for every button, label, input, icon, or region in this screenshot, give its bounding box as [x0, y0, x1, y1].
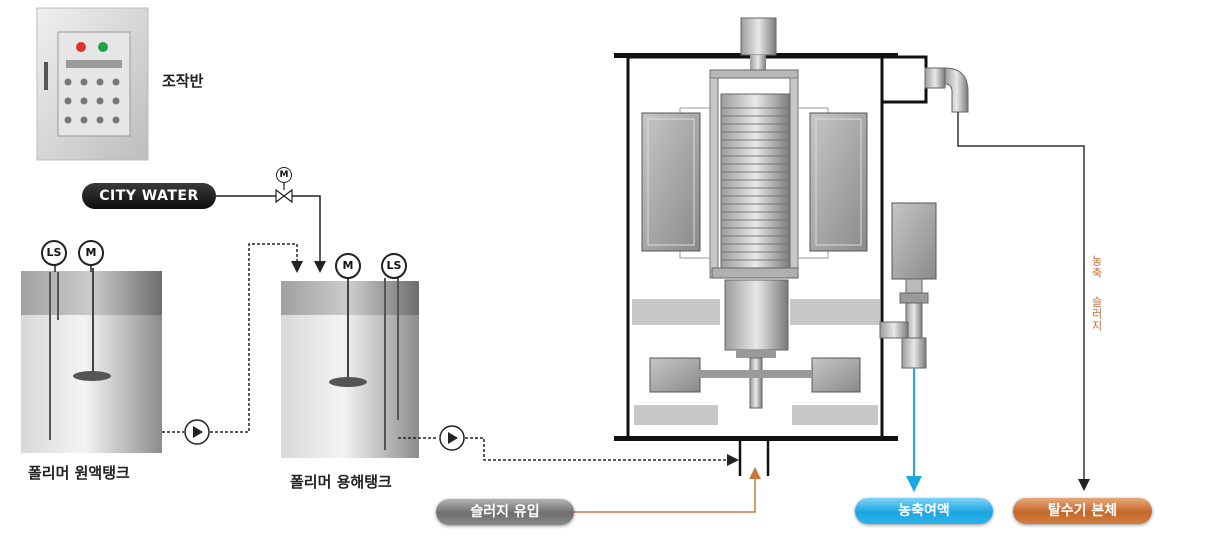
stock-tank: [21, 260, 162, 453]
control-panel-label: 조작반: [162, 72, 204, 90]
dewatering-body-badge: 탈수기 본체: [1013, 498, 1152, 524]
thickened-label-2: 슬러지: [1090, 296, 1103, 332]
dewatering-machine: [614, 17, 969, 476]
pump-1: [184, 419, 210, 445]
stock-tank-level-switch-icon: LS: [41, 240, 67, 266]
dissolve-tank-label: 폴리머 용해탱크: [290, 473, 392, 491]
sludge-inflow-badge: 슬러지 유입: [436, 499, 574, 525]
dissolve-tank: [281, 276, 419, 458]
thickened-sludge-line: [957, 112, 1090, 491]
thickened-label-1: 농축: [1090, 255, 1103, 279]
city-water-line: [216, 183, 326, 273]
dissolve-tank-level-switch-icon: LS: [381, 253, 407, 279]
dissolve-tank-motor-icon: M: [335, 253, 361, 279]
stock-tank-motor-icon: M: [78, 240, 104, 266]
valve-motor-icon: M: [276, 167, 292, 183]
control-panel: [36, 7, 149, 161]
stock-tank-label: 폴리머 원액탱크: [28, 464, 130, 482]
city-water-badge: CITY WATER: [82, 183, 216, 209]
filtrate-badge: 농축여액: [855, 498, 993, 524]
valve-icon: [275, 188, 293, 204]
pump-2: [439, 425, 465, 451]
